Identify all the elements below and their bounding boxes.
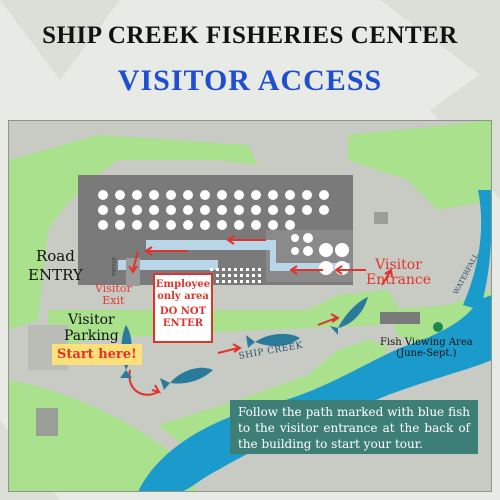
title-line-2: VISITOR ACCESS [117,64,383,97]
ship-creek [138,295,492,492]
fish-icon [246,333,300,348]
site-map [8,120,492,492]
start-here-badge: Start here! [52,344,142,365]
fish-viewing-area-label: Fish Viewing Area (June-Sept.) [380,337,473,359]
visitor-entrance-label: Visitor Entrance [366,257,432,288]
title-line-1: SHIP CREEK FISHERIES CENTER [42,22,458,49]
outbuilding [380,312,420,324]
viewing-area-dot-icon [433,322,443,332]
employee-area-sign: Employee only area DO NOT ENTER [153,273,213,343]
route-arrows [128,235,393,396]
instructions-box: Follow the path marked with blue fish to… [230,400,478,454]
stairs-label: STAIRS [110,257,116,277]
visitor-exit-label: Visitor Exit [95,282,132,307]
fish-icon [160,367,213,390]
road-entry-label: Road ENTRY [28,247,83,284]
waterfall-stream [463,190,492,310]
fish-icon [330,297,368,335]
visitor-parking-label: Visitor Parking [64,312,119,344]
